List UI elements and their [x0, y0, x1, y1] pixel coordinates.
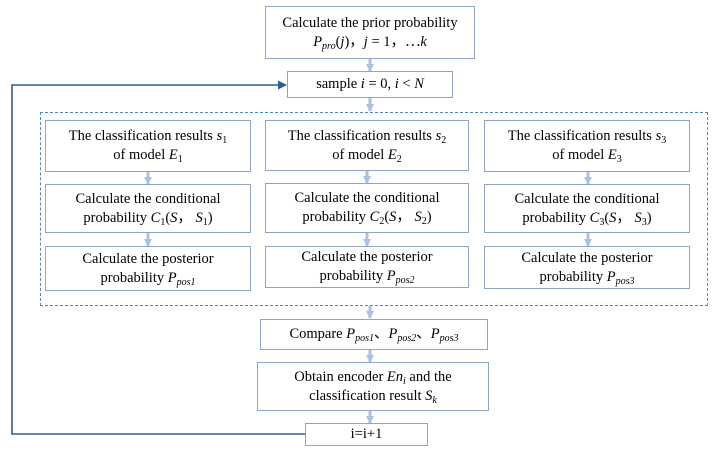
model-2-result-box: The classification results s2 of model E…	[265, 120, 469, 171]
sample-box: sample i = 0, i < N	[287, 71, 453, 98]
conditional-3-box: Calculate the conditional probability C3…	[484, 184, 690, 233]
increment-label: i=i+1	[350, 426, 383, 442]
obtain-encoder-box: Obtain encoder Eni and the classificatio…	[257, 362, 489, 411]
conditional-2-box: Calculate the conditional probability C2…	[265, 183, 469, 233]
conditional-1-box: Calculate the conditional probability C1…	[45, 184, 251, 233]
increment-box: i=i+1	[305, 423, 428, 446]
posterior-3-box: Calculate the posterior probability Ppos…	[484, 246, 690, 289]
model-group-container	[40, 112, 708, 306]
posterior-1-box: Calculate the posterior probability Ppos…	[45, 246, 251, 291]
compare-box: Compare Ppos1、Ppos2、Ppos3	[260, 319, 488, 350]
posterior-2-box: Calculate the posterior probability Ppos…	[265, 246, 469, 288]
model-3-result-box: The classification results s3 of model E…	[484, 120, 690, 172]
prior-line-1: Calculate the prior probability	[282, 14, 458, 31]
prior-probability-box: Calculate the prior probability Ppro(j)，…	[265, 6, 475, 59]
loop-back-line	[11, 80, 305, 435]
model-1-result-box: The classification results s1 of model E…	[45, 120, 251, 172]
prior-line-2: Ppro(j)，j = 1，⋯k	[313, 33, 427, 52]
sample-label: sample	[316, 76, 358, 92]
